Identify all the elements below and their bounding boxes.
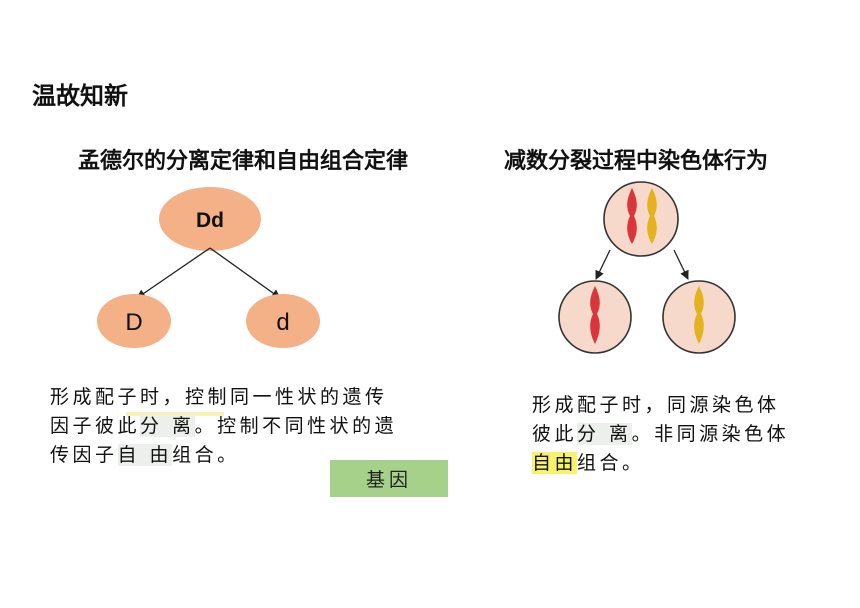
gene-button-label: 基因 [365, 469, 412, 491]
left-line-3-part-1: 传因子 [50, 444, 118, 466]
right-line-2-part-3: 。非同源染色体 [631, 423, 790, 445]
left-paragraph: 形成配子时，控制同一性状的遗传 因子彼此分 离。控制不同性状的遗 传因子自 由组… [50, 383, 397, 470]
left-line-3-keyword: 自 由 [117, 444, 173, 466]
child-right-label: d [276, 309, 289, 336]
left-line-1: 形成配子时，控制同一性状的遗传 [50, 383, 397, 412]
right-line-2: 彼此分 离。非同源染色体 [532, 420, 789, 449]
left-line-3: 传因子自 由组合。 [50, 441, 397, 470]
arrow-left [136, 247, 211, 299]
red-chromosome-daughter [590, 286, 600, 344]
right-line-1-text: 形成配子时，同源染色体 [532, 394, 780, 416]
left-line-3-part-3: 组合。 [172, 444, 240, 466]
red-chromosome-parent [627, 188, 637, 244]
right-line-2-keyword: 分 离 [577, 423, 632, 445]
parent-label: Dd [196, 209, 224, 232]
meiosis-diagram [558, 181, 736, 354]
arrow-right [209, 247, 281, 299]
left-line-1-text: 形成配子时，控制同一性状的遗传 [50, 386, 388, 408]
right-line-3-part-2: 组合。 [577, 452, 645, 474]
left-line-2-keyword: 分 离 [140, 415, 195, 437]
right-line-2-part-1: 彼此 [532, 423, 578, 445]
page-title: 温故知新 [32, 82, 128, 110]
arrow-to-right-cell [673, 249, 689, 280]
gene-button[interactable]: 基因 [330, 460, 448, 497]
parent-ellipse [159, 187, 261, 251]
yellow-chromosome-daughter [694, 286, 704, 344]
gene-separation-diagram: Dd D d [97, 187, 320, 348]
left-line-2-part-3: 。控制不同性状的遗 [194, 415, 398, 437]
left-line-2: 因子彼此分 离。控制不同性状的遗 [50, 412, 397, 441]
left-heading: 孟德尔的分离定律和自由组合定律 [78, 149, 409, 174]
child-right-ellipse [246, 294, 320, 348]
child-left-label: D [125, 309, 142, 336]
right-line-3-keyword: 自由 [532, 452, 578, 474]
left-line-2-part-1: 因子彼此 [50, 415, 141, 437]
arrow-to-left-cell [595, 249, 611, 280]
child-left-ellipse [97, 294, 171, 348]
right-line-1: 形成配子时，同源染色体 [532, 391, 789, 420]
highlight-underline [126, 412, 224, 416]
right-paragraph: 形成配子时，同源染色体 彼此分 离。非同源染色体 自由组合。 [532, 391, 789, 478]
parent-cell [603, 181, 679, 257]
yellow-chromosome-parent [647, 188, 657, 244]
right-heading: 减数分裂过程中染色体行为 [504, 149, 769, 174]
right-line-3: 自由组合。 [532, 449, 789, 478]
